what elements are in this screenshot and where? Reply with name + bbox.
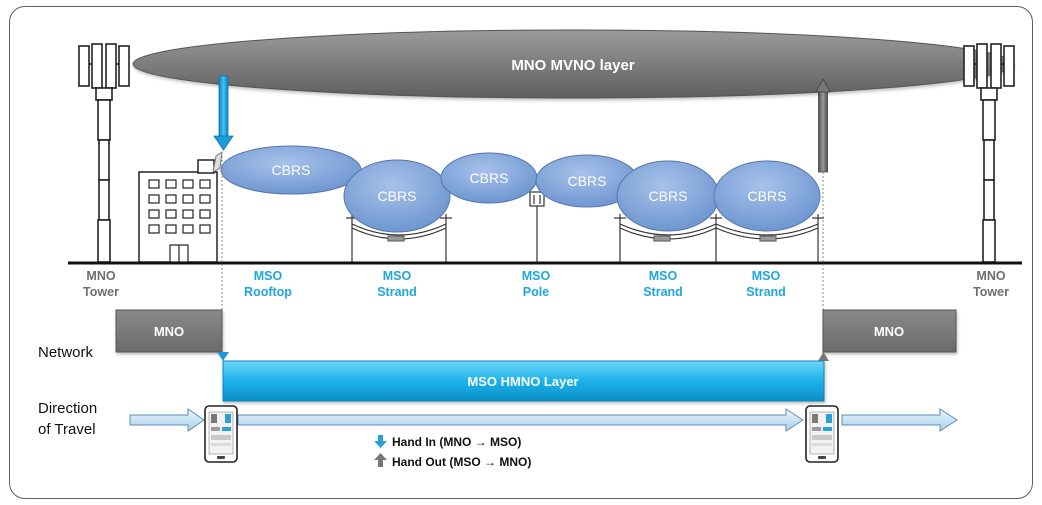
hand-in-arrow (213, 75, 234, 151)
svg-text:Tower: Tower (973, 285, 1009, 299)
mno-box-right: MNO (822, 309, 957, 353)
legend-hand-in-label: Hand In (MNO → MSO) (392, 435, 521, 449)
hmno-layer-label: MSO HMNO Layer (467, 374, 578, 389)
network-row-label: Network (38, 344, 94, 361)
mno-box-left-label: MNO (154, 324, 184, 339)
mno-box-left: MNO (115, 309, 223, 353)
svg-text:MSO: MSO (383, 269, 412, 283)
site-label-rooftop: MSO Rooftop (244, 269, 292, 299)
travel-arrow (129, 408, 958, 432)
site-label-pole: MSO Pole (522, 269, 551, 299)
cbrs-label: CBRS (470, 170, 509, 186)
cbrs-cell: CBRS (713, 160, 821, 232)
cbrs-label: CBRS (568, 173, 607, 189)
hand-in-marker-icon (217, 352, 229, 361)
cbrs-cells: CBRS CBRS CBRS CBRS CBRS CBRS (220, 145, 821, 233)
cbrs-cell: CBRS (220, 145, 362, 195)
hand-in-arrow-icon (374, 435, 387, 448)
legend-hand-out-label: Hand Out (MSO → MNO) (392, 455, 531, 469)
svg-text:MNO: MNO (86, 269, 115, 283)
hand-out-arrow-icon (374, 453, 387, 467)
legend: Hand In (MNO → MSO) Hand Out (MSO → MNO) (374, 435, 531, 469)
cbrs-label: CBRS (272, 162, 311, 178)
cbrs-cell: CBRS (616, 160, 720, 232)
strand-poles (346, 191, 824, 262)
site-label-strand-2: MSO Strand (643, 269, 683, 299)
site-label-right-tower: MNO Tower (973, 269, 1009, 299)
hand-out-arrow (815, 78, 831, 173)
direction-row-label: Direction of Travel (38, 400, 97, 438)
building-icon (138, 150, 223, 263)
phone-icon (805, 405, 839, 463)
hand-out-marker-icon (818, 352, 829, 361)
svg-text:MSO: MSO (522, 269, 551, 283)
svg-text:Strand: Strand (643, 285, 683, 299)
cbrs-label: CBRS (748, 188, 787, 204)
svg-text:MNO: MNO (976, 269, 1005, 283)
svg-text:Strand: Strand (377, 285, 417, 299)
left-tower-icon (78, 43, 130, 263)
svg-text:of Travel: of Travel (38, 421, 96, 438)
svg-text:Strand: Strand (746, 285, 786, 299)
mno-box-right-label: MNO (874, 324, 904, 339)
svg-text:Direction: Direction (38, 400, 97, 417)
handover-boundaries (221, 152, 824, 358)
cbrs-cell: CBRS (343, 159, 451, 233)
svg-text:MSO: MSO (254, 269, 283, 283)
diagram-frame (9, 6, 1033, 499)
svg-text:Tower: Tower (83, 285, 119, 299)
svg-text:MSO: MSO (649, 269, 678, 283)
mvno-layer-label: MNO MVNO layer (511, 57, 635, 74)
site-label-strand-3: MSO Strand (746, 269, 786, 299)
phone-icon (204, 405, 238, 463)
legend-hand-in: Hand In (MNO → MSO) (374, 435, 521, 449)
svg-text:MSO: MSO (752, 269, 781, 283)
site-labels: MNO Tower MSO Rooftop MSO Strand MSO Pol… (83, 269, 1009, 299)
svg-text:Rooftop: Rooftop (244, 285, 292, 299)
hmno-layer: MSO HMNO Layer (222, 360, 825, 402)
cbrs-label: CBRS (378, 188, 417, 204)
cbrs-label: CBRS (649, 188, 688, 204)
site-label-strand-1: MSO Strand (377, 269, 417, 299)
svg-text:Pole: Pole (523, 285, 549, 299)
cbrs-cell: CBRS (535, 154, 639, 208)
legend-hand-out: Hand Out (MSO → MNO) (374, 453, 531, 469)
site-label-left-tower: MNO Tower (83, 269, 119, 299)
cbrs-cell: CBRS (440, 152, 538, 204)
right-tower-icon (963, 43, 1015, 263)
mvno-layer: MNO MVNO layer (132, 29, 1014, 99)
